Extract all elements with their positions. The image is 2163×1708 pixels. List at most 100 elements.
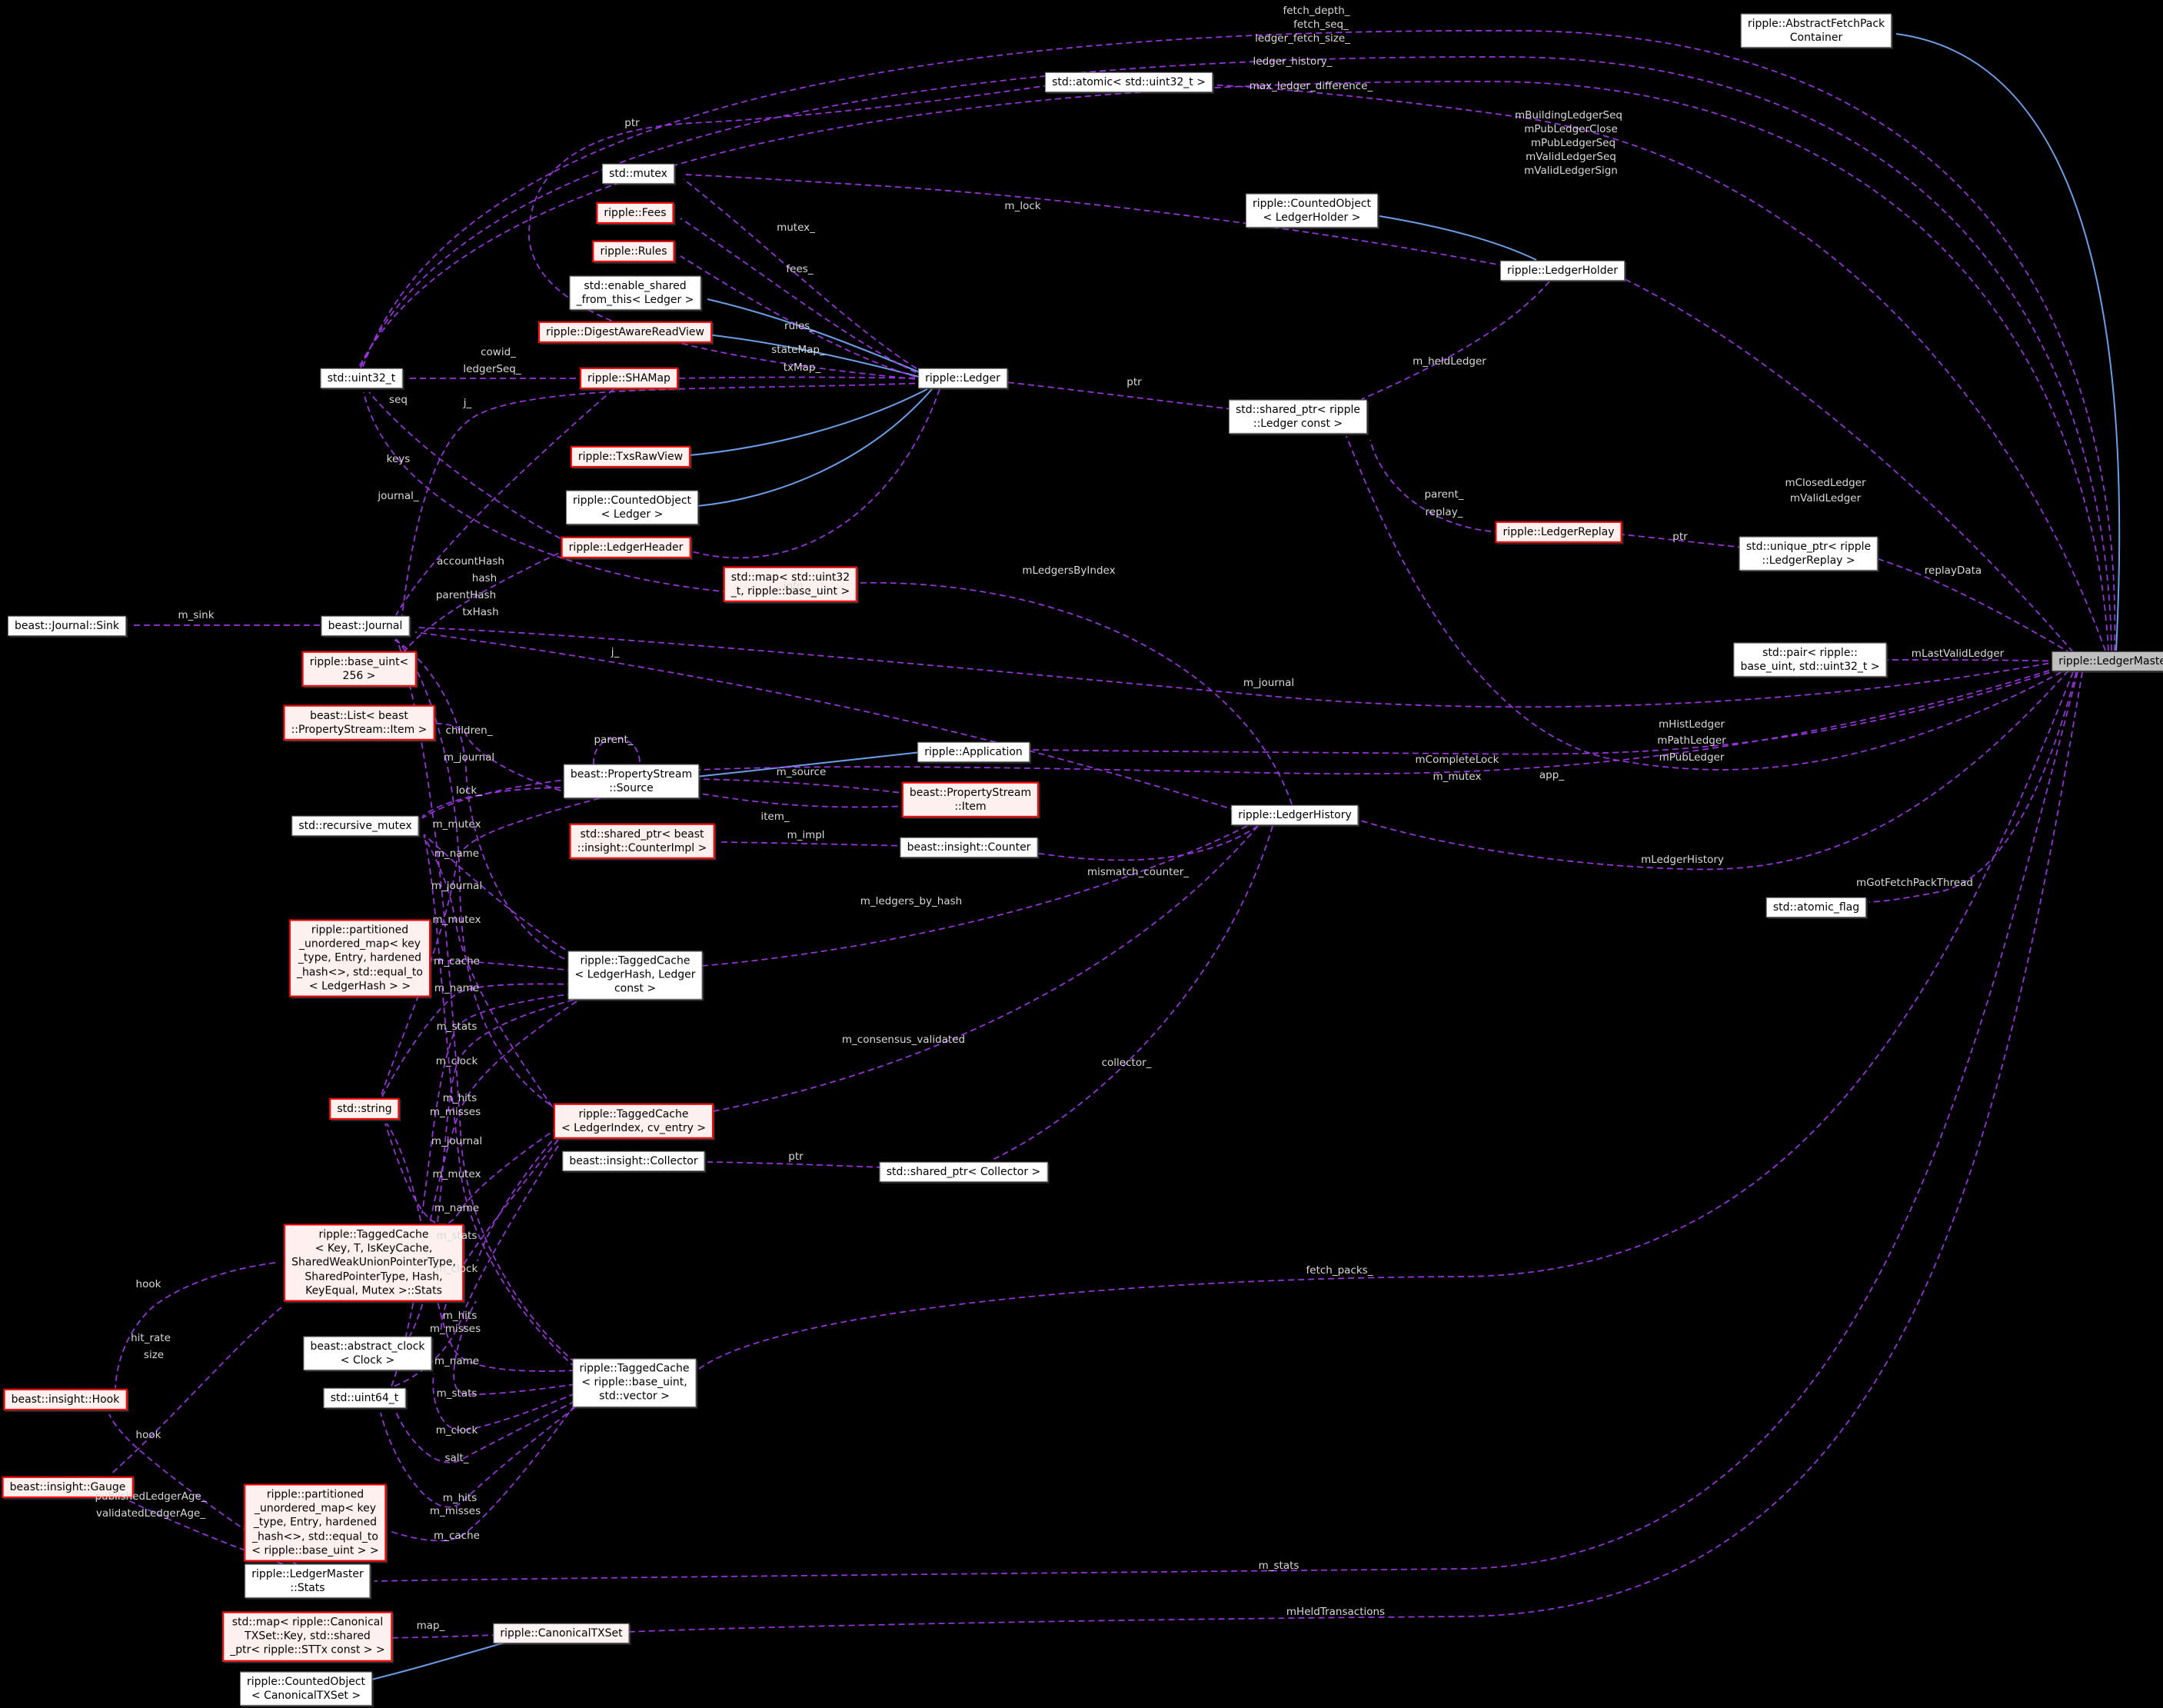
edge-usage-15 bbox=[680, 255, 926, 381]
edge-usage-34 bbox=[1624, 278, 2074, 653]
edge-label-txHash: txHash bbox=[462, 606, 499, 618]
edge-label-mValidLedger: mValidLedger bbox=[1789, 492, 1862, 504]
edge-label-m-cache: m_cache bbox=[434, 1530, 480, 1542]
node-recursive-mutex[interactable]: std::recursive_mutex bbox=[291, 815, 419, 837]
edge-label-keys: keys bbox=[386, 453, 411, 465]
edge-label-m-hits: m_hits bbox=[442, 1092, 478, 1104]
node-ripple-fees[interactable]: ripple::Fees bbox=[596, 201, 674, 225]
node-taggedcache-baseuint[interactable]: ripple::TaggedCache < ripple::base_uint,… bbox=[572, 1358, 697, 1407]
edge-label-mHistLedger: mHistLedger bbox=[1659, 718, 1725, 731]
edge-usage-19 bbox=[363, 391, 730, 593]
edge-usage-73 bbox=[109, 1307, 282, 1476]
edge-usage-30 bbox=[1878, 558, 2072, 654]
node-counted-object-canonicaltxset[interactable]: ripple::CountedObject < CanonicalTXSet > bbox=[239, 1671, 373, 1706]
edge-usage-35 bbox=[1346, 435, 2071, 771]
edge-label-m-name: m_name bbox=[434, 1202, 480, 1214]
edge-label-mHeldTransactions: mHeldTransactions bbox=[1286, 1606, 1386, 1618]
node-insight-hook[interactable]: beast::insight::Hook bbox=[3, 1388, 128, 1411]
node-base-uint-256[interactable]: ripple::base_uint< 256 > bbox=[301, 651, 417, 688]
edge-label-mGotFetchPackThread: mGotFetchPackThread bbox=[1855, 877, 1974, 889]
node-ledger-master[interactable]: ripple::LedgerMaster bbox=[2052, 651, 2163, 672]
edge-usage-16 bbox=[675, 376, 926, 379]
edge-usage-66 bbox=[386, 1123, 576, 1372]
node-unique-ptr-ledger-replay[interactable]: std::unique_ptr< ripple ::LedgerReplay > bbox=[1739, 536, 1878, 571]
edge-label-m-clock: m_clock bbox=[435, 1424, 478, 1437]
edge-usage-38 bbox=[692, 791, 910, 808]
node-ledger-history[interactable]: ripple::LedgerHistory bbox=[1231, 804, 1359, 826]
edge-inheritance-4 bbox=[689, 388, 928, 456]
edge-usage-39 bbox=[1030, 665, 2069, 755]
node-atomic-uint32[interactable]: std::atomic< std::uint32_t > bbox=[1045, 72, 1213, 93]
node-shamap[interactable]: ripple::SHAMap bbox=[580, 367, 678, 390]
edge-label-mPubLedger: mPubLedger bbox=[1659, 751, 1725, 764]
edge-label-mLedgerHistory: mLedgerHistory bbox=[1641, 854, 1724, 866]
node-propertystream-item[interactable]: beast::PropertyStream ::Item bbox=[901, 781, 1040, 818]
edge-label-mPubLedgerClose: mPubLedgerClose bbox=[1524, 123, 1618, 135]
node-std-string[interactable]: std::string bbox=[329, 1097, 400, 1120]
edge-label-hash: hash bbox=[471, 572, 497, 584]
node-partitioned-map-baseuint[interactable]: ripple::partitioned _unordered_map< key … bbox=[244, 1483, 387, 1562]
edge-label-mismatch-counter-: mismatch_counter_ bbox=[1086, 866, 1190, 878]
node-insight-counter[interactable]: beast::insight::Counter bbox=[900, 837, 1038, 858]
edge-label-children-: children_ bbox=[445, 724, 493, 737]
node-txs-raw-view[interactable]: ripple::TxsRawView bbox=[570, 445, 691, 468]
node-shared-ptr-collector[interactable]: std::shared_ptr< Collector > bbox=[879, 1161, 1048, 1183]
node-journal[interactable]: beast::Journal bbox=[321, 615, 410, 637]
node-insight-gauge[interactable]: beast::insight::Gauge bbox=[2, 1476, 134, 1499]
edge-label-m-stats: m_stats bbox=[436, 1020, 478, 1033]
node-shared-ptr-ledger-const[interactable]: std::shared_ptr< ripple ::Ledger const > bbox=[1228, 399, 1368, 434]
node-propertystream-source[interactable]: beast::PropertyStream ::Source bbox=[563, 764, 700, 799]
edge-usage-61 bbox=[397, 640, 576, 1363]
edge-usage-46 bbox=[1357, 670, 2069, 871]
node-taggedcache-stats[interactable]: ripple::TaggedCache < Key, T, IsKeyCache… bbox=[284, 1224, 464, 1302]
node-abstract-fetch-pack-container[interactable]: ripple::AbstractFetchPack Container bbox=[1740, 13, 1892, 48]
node-counted-object-ledgerholder[interactable]: ripple::CountedObject < LedgerHolder > bbox=[1245, 193, 1379, 228]
node-ledger-header[interactable]: ripple::LedgerHeader bbox=[561, 536, 691, 559]
edge-label-mBuildingLedgerSeq: mBuildingLedgerSeq bbox=[1515, 109, 1622, 122]
node-canonical-txset[interactable]: ripple::CanonicalTXSet bbox=[493, 1623, 630, 1644]
node-partitioned-map-ledgerhash[interactable]: ripple::partitioned _unordered_map< key … bbox=[289, 919, 431, 997]
node-application[interactable]: ripple::Application bbox=[917, 741, 1030, 763]
edge-usage-62 bbox=[384, 1123, 559, 1225]
edge-usage-59 bbox=[391, 1000, 577, 1387]
edge-label-m-sink: m_sink bbox=[178, 609, 215, 621]
edge-label-parent-: parent_ bbox=[1424, 488, 1464, 501]
node-insight-collector[interactable]: beast::insight::Collector bbox=[562, 1150, 705, 1172]
node-taggedcache-ledgerindex[interactable]: ripple::TaggedCache < LedgerIndex, cv_en… bbox=[553, 1103, 714, 1140]
node-taggedcache-ledgerhash[interactable]: ripple::TaggedCache < LedgerHash, Ledger… bbox=[567, 951, 703, 1000]
node-enable-shared-from-this[interactable]: std::enable_shared _from_this< Ledger > bbox=[569, 275, 701, 311]
edge-label-fetch-depth-: fetch_depth_ bbox=[1283, 5, 1350, 17]
node-std-mutex[interactable]: std::mutex bbox=[602, 163, 674, 185]
edge-usage-40 bbox=[1034, 825, 1259, 861]
node-journal-sink[interactable]: beast::Journal::Sink bbox=[8, 615, 126, 637]
node-std-uint64[interactable]: std::uint64_t bbox=[323, 1387, 406, 1409]
edge-label-m-mutex: m_mutex bbox=[1433, 771, 1482, 783]
node-pair-baseuint-uint32[interactable]: std::pair< ripple:: base_uint, std::uint… bbox=[1733, 642, 1887, 678]
node-ledger-master-stats[interactable]: ripple::LedgerMaster ::Stats bbox=[245, 1563, 371, 1599]
edge-usage-52 bbox=[380, 797, 601, 1098]
edge-label-m-journal: m_journal bbox=[1243, 677, 1295, 689]
node-list-propertystream-item[interactable]: beast::List< beast ::PropertyStream::Ite… bbox=[283, 704, 435, 741]
node-abstract-clock[interactable]: beast::abstract_clock < Clock > bbox=[303, 1336, 432, 1371]
edge-usage-27 bbox=[414, 631, 1237, 811]
edge-label-m-stats: m_stats bbox=[1258, 1560, 1299, 1572]
node-map-uint32-baseuint[interactable]: std::map< std::uint32 _t, ripple::base_u… bbox=[723, 566, 858, 603]
node-ripple-rules[interactable]: ripple::Rules bbox=[592, 240, 675, 263]
edge-label-publishedLedgerAge-: publishedLedgerAge_ bbox=[95, 1490, 207, 1503]
edge-usage-76 bbox=[374, 671, 2078, 1582]
edge-label-m-source: m_source bbox=[776, 766, 827, 778]
edge-usage-47 bbox=[1868, 671, 2077, 903]
edge-usage-54 bbox=[423, 835, 559, 1116]
node-digest-aware-read-view[interactable]: ripple::DigestAwareReadView bbox=[538, 321, 712, 344]
node-counted-object-ledger[interactable]: ripple::CountedObject < Ledger > bbox=[565, 490, 699, 525]
node-ledger-replay[interactable]: ripple::LedgerReplay bbox=[1495, 521, 1622, 544]
node-map-canonicaltxset[interactable]: std::map< ripple::Canonical TXSet::Key, … bbox=[222, 1611, 393, 1662]
node-shared-ptr-counterimpl[interactable]: std::shared_ptr< beast ::insight::Counte… bbox=[569, 823, 715, 860]
edge-label-m-misses: m_misses bbox=[429, 1505, 481, 1517]
node-atomic-flag[interactable]: std::atomic_flag bbox=[1765, 897, 1867, 918]
edge-label-fees-: fees_ bbox=[786, 263, 814, 275]
node-ledger-holder[interactable]: ripple::LedgerHolder bbox=[1500, 260, 1625, 281]
node-ripple-ledger[interactable]: ripple::Ledger bbox=[918, 368, 1007, 389]
node-std-uint32[interactable]: std::uint32_t bbox=[320, 368, 403, 389]
edge-usage-77 bbox=[627, 671, 2083, 1633]
